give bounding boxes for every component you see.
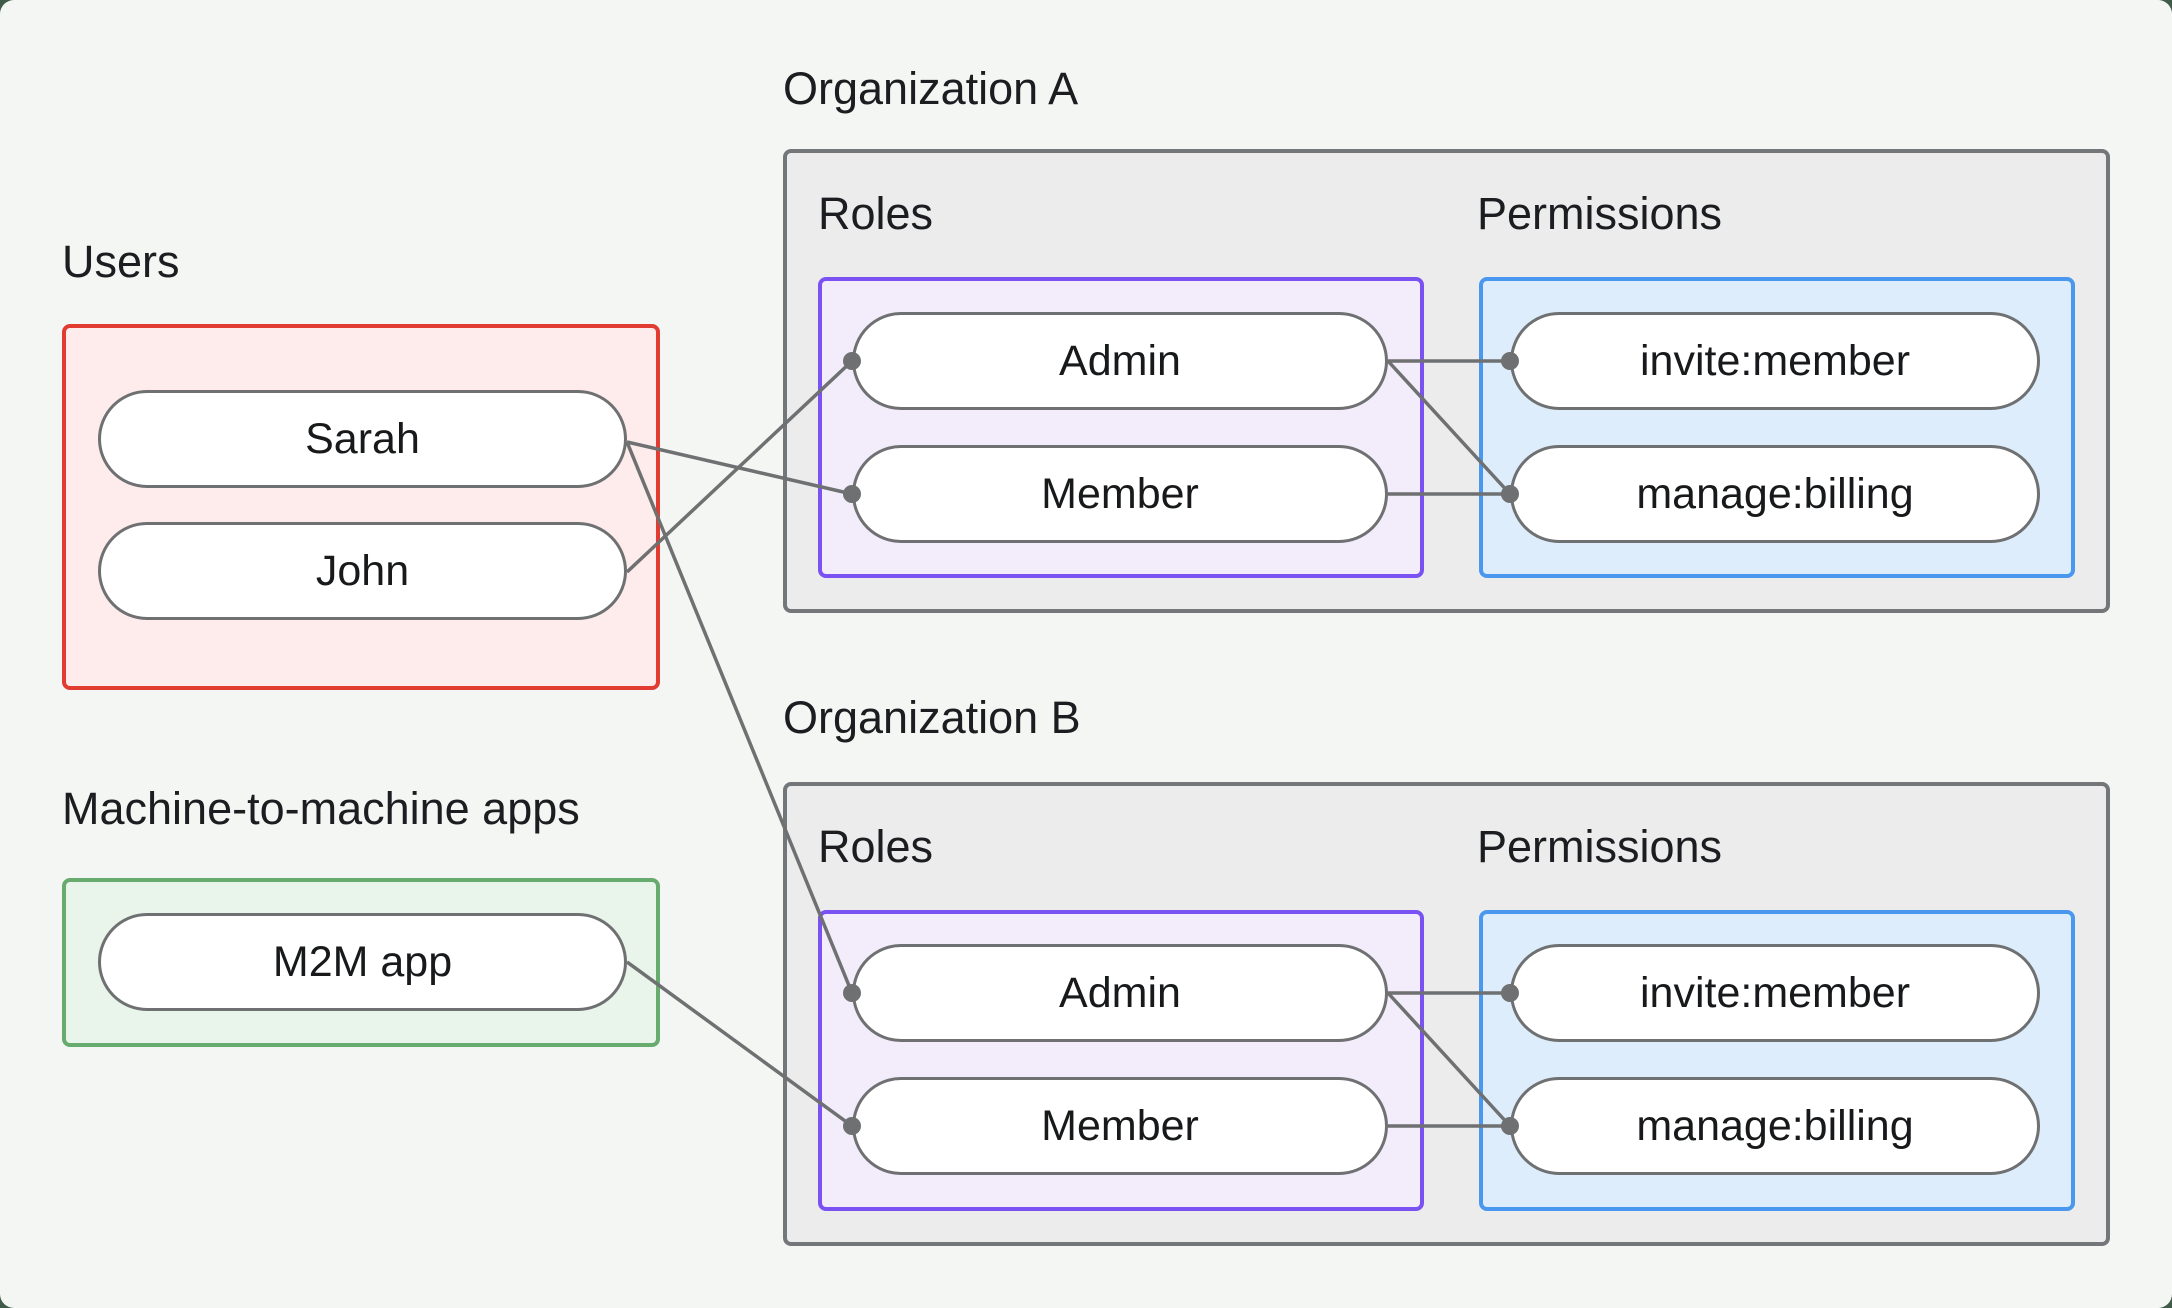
org-a-role-member-label: Member: [1041, 469, 1199, 518]
org-b-permission-manage-billing: manage:billing: [1510, 1077, 2040, 1175]
org-a-permission-invite-member-label: invite:member: [1639, 336, 1911, 385]
org-b-permission-invite-member-label: invite:member: [1639, 968, 1911, 1017]
users-group-label: Users: [62, 236, 180, 287]
m2m-group-label: Machine-to-machine apps: [62, 783, 580, 834]
org-a-role-admin-label: Admin: [1059, 336, 1181, 385]
m2m-app-node-label: M2M app: [272, 937, 453, 986]
org-b-permission-manage-billing-label: manage:billing: [1636, 1101, 1914, 1150]
org-b-permissions-label: Permissions: [1477, 821, 1723, 872]
users-group-box: [62, 324, 660, 690]
org-a-role-admin: Admin: [852, 312, 1388, 410]
org-b-role-member: Member: [852, 1077, 1388, 1175]
user-node-john-label: John: [315, 546, 410, 595]
m2m-app-node: M2M app: [98, 913, 627, 1011]
org-b-title: Organization B: [783, 692, 1081, 743]
org-b-role-admin-label: Admin: [1059, 968, 1181, 1017]
org-a-permissions-label: Permissions: [1477, 188, 1723, 239]
org-a-roles-label: Roles: [818, 188, 934, 239]
org-a-role-member: Member: [852, 445, 1388, 543]
org-a-permission-manage-billing-label: manage:billing: [1636, 469, 1914, 518]
org-b-role-member-label: Member: [1041, 1101, 1199, 1150]
user-node-sarah: Sarah: [98, 390, 627, 488]
org-a-title: Organization A: [783, 63, 1079, 114]
org-a-permission-manage-billing: manage:billing: [1510, 445, 2040, 543]
org-b-roles-label: Roles: [818, 821, 934, 872]
org-b-role-admin: Admin: [852, 944, 1388, 1042]
org-b-permission-invite-member: invite:member: [1510, 944, 2040, 1042]
user-node-sarah-label: Sarah: [305, 414, 420, 463]
org-a-permission-invite-member: invite:member: [1510, 312, 2040, 410]
user-node-john: John: [98, 522, 627, 620]
